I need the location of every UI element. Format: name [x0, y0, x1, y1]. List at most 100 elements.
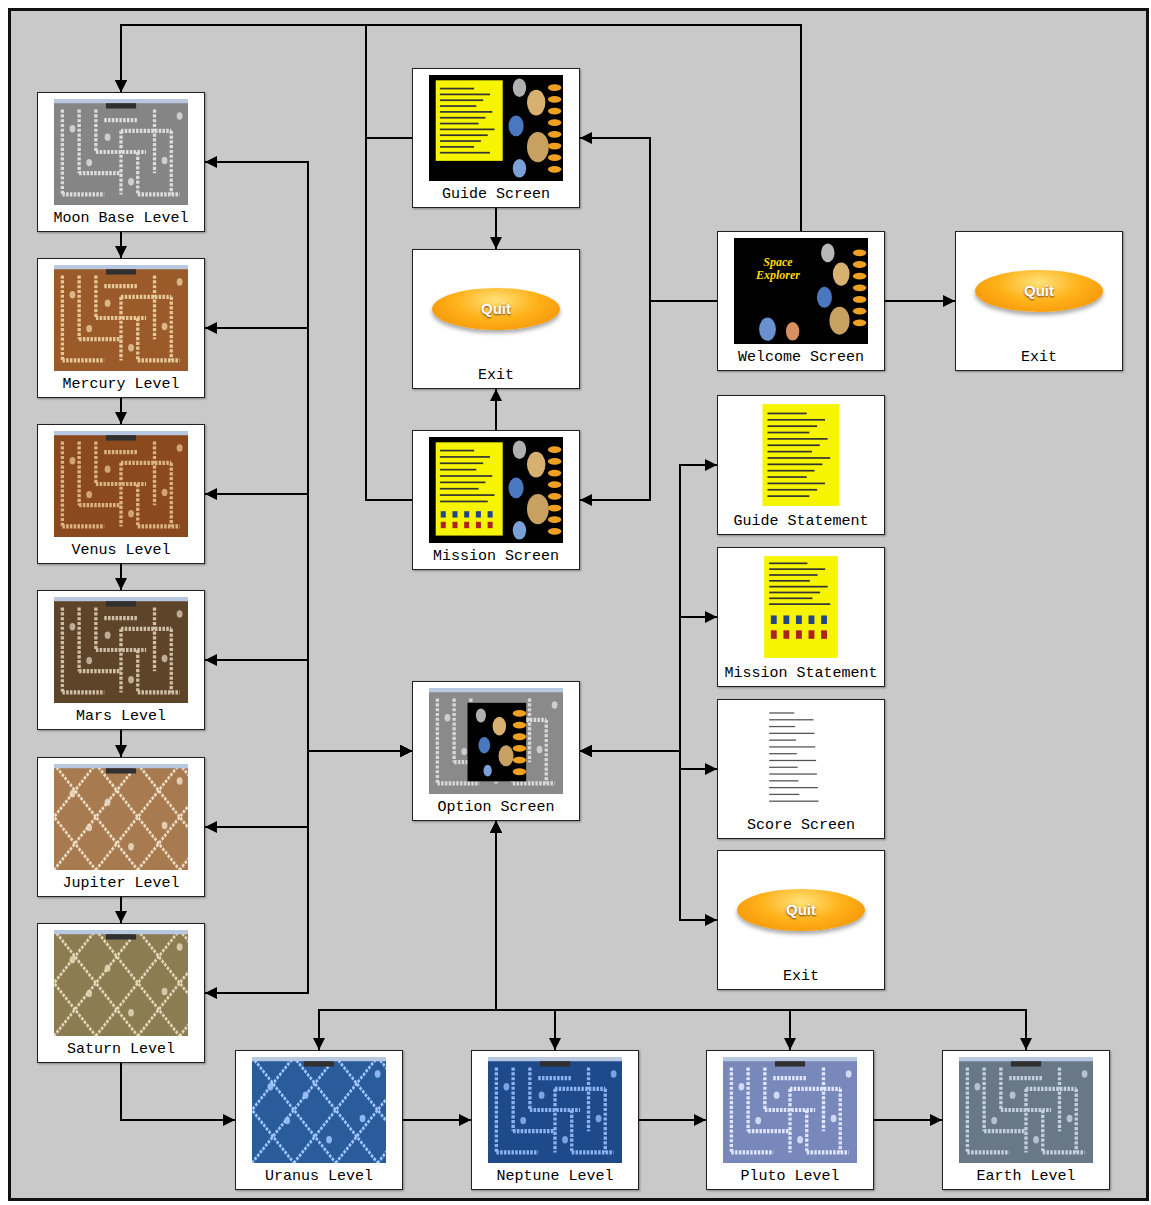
screen-picture [488, 1057, 622, 1163]
screen-caption: Exit [1021, 349, 1057, 367]
screen-thumbnail [734, 238, 868, 344]
flow-arrow [403, 1119, 471, 1121]
flow-arrow [580, 617, 717, 751]
screen-picture [734, 554, 868, 660]
screen-caption: Moon Base Level [53, 210, 188, 228]
screen-picture [54, 265, 188, 371]
screen-box: Jupiter Level [37, 757, 205, 897]
quit-button: Quit [737, 889, 865, 931]
screen-box: Mission Statement [717, 547, 885, 687]
screen-box: Neptune Level [471, 1050, 639, 1190]
screen-thumbnail [54, 764, 188, 870]
screen-caption: Mission Screen [433, 548, 559, 566]
screen-box: Mars Level [37, 590, 205, 730]
screen-picture [734, 238, 868, 344]
screen-caption: Pluto Level [740, 1168, 839, 1186]
screen-thumbnail [54, 99, 188, 205]
screen-picture [54, 764, 188, 870]
screen-box: Guide Statement [717, 395, 885, 535]
screen-picture [54, 930, 188, 1036]
screen-box: Space ExplorerWelcome Screen [717, 231, 885, 371]
quit-button: Quit [975, 270, 1103, 312]
screen-box: Earth Level [942, 1050, 1110, 1190]
screen-box: Guide Screen [412, 68, 580, 208]
screen-caption: Mars Level [76, 708, 166, 726]
screen-box: Score Screen [717, 699, 885, 839]
flow-arrow [120, 398, 122, 424]
screen-box: QuitExit [412, 249, 580, 389]
screen-caption: Neptune Level [496, 1168, 613, 1186]
flow-arrow [496, 821, 1026, 1050]
screen-caption: Venus Level [71, 542, 170, 560]
screen-caption: Exit [783, 968, 819, 986]
flow-arrow [120, 730, 122, 757]
screen-caption: Option Screen [437, 799, 554, 817]
game-title: Space Explorer [742, 256, 814, 282]
flow-arrow [495, 389, 497, 430]
screen-thumbnail [54, 597, 188, 703]
screen-thumbnail [429, 688, 563, 794]
screen-box: QuitExit [955, 231, 1123, 371]
screen-thumbnail [252, 1057, 386, 1163]
flow-arrow [205, 751, 412, 993]
screen-caption: Mission Statement [724, 665, 877, 683]
screen-picture [54, 431, 188, 537]
flow-arrow [874, 1119, 942, 1121]
flow-arrow [120, 232, 122, 258]
screen-picture [429, 75, 563, 181]
screen-box: Mercury Level [37, 258, 205, 398]
screen-thumbnail [429, 75, 563, 181]
screen-box: Saturn Level [37, 923, 205, 1063]
screen-caption: Uranus Level [265, 1168, 373, 1186]
screen-caption: Guide Screen [442, 186, 550, 204]
screen-picture [252, 1057, 386, 1163]
screen-picture [959, 1057, 1093, 1163]
screen-picture [54, 99, 188, 205]
flow-arrow [319, 821, 496, 1050]
screen-picture [723, 1057, 857, 1163]
screen-picture [54, 597, 188, 703]
flow-arrow [120, 897, 122, 923]
screen-caption: Exit [478, 367, 514, 385]
flow-arrow [495, 208, 497, 249]
screen-box: Venus Level [37, 424, 205, 564]
screen-picture [734, 706, 868, 812]
quit-button: Quit [432, 288, 560, 330]
flow-arrow [496, 821, 555, 1050]
screen-box: Uranus Level [235, 1050, 403, 1190]
flow-arrow [885, 300, 955, 302]
screen-thumbnail [54, 930, 188, 1036]
screen-thumbnail [429, 437, 563, 543]
screen-box: Mission Screen [412, 430, 580, 570]
screen-box: Moon Base Level [37, 92, 205, 232]
screen-caption: Guide Statement [733, 513, 868, 531]
screen-thumbnail [959, 1057, 1093, 1163]
screen-caption: Welcome Screen [738, 349, 864, 367]
flow-arrow [205, 494, 412, 751]
screen-thumbnail [723, 1057, 857, 1163]
screen-caption: Score Screen [747, 817, 855, 835]
screen-picture [429, 437, 563, 543]
screen-thumbnail [734, 402, 868, 508]
flow-arrow [580, 751, 717, 769]
flow-arrow [205, 328, 412, 751]
screen-thumbnail [734, 554, 868, 660]
screen-caption: Earth Level [976, 1168, 1075, 1186]
screen-thumbnail [54, 265, 188, 371]
screen-caption: Jupiter Level [62, 875, 179, 893]
flow-arrow [580, 301, 717, 500]
flow-arrow [580, 138, 717, 301]
screen-thumbnail [54, 431, 188, 537]
screen-picture [429, 688, 563, 794]
screen-box: Pluto Level [706, 1050, 874, 1190]
flow-arrow [639, 1119, 706, 1121]
flow-arrow [205, 660, 412, 751]
flow-arrow [120, 564, 122, 590]
flow-arrow [580, 751, 717, 920]
screen-caption: Saturn Level [67, 1041, 175, 1059]
screen-thumbnail [488, 1057, 622, 1163]
flow-arrow [121, 25, 801, 231]
flow-arrow [580, 465, 717, 751]
screen-box: Option Screen [412, 681, 580, 821]
